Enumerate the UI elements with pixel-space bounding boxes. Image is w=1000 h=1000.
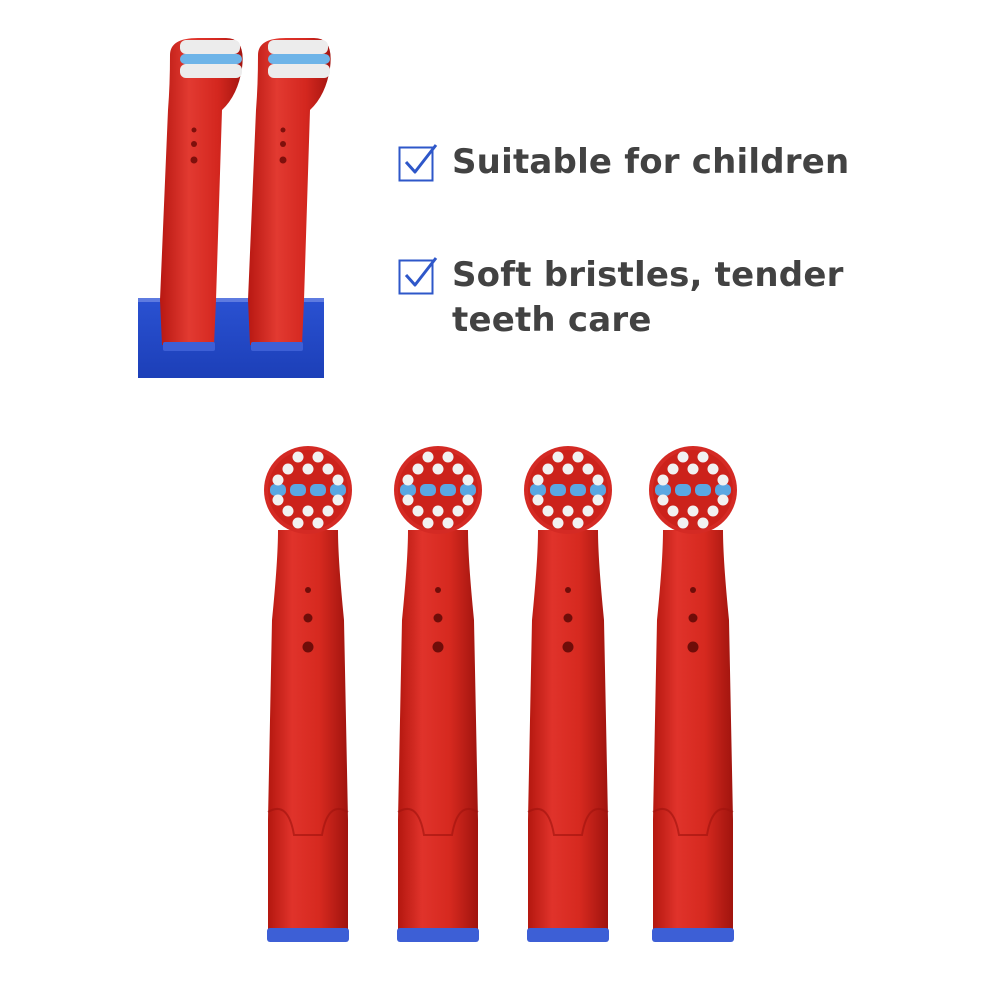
inset-head-1 bbox=[160, 38, 243, 351]
feature-item: Soft bristles, tender teeth care bbox=[398, 253, 892, 343]
inset-head-2 bbox=[248, 38, 331, 351]
brush-head-1 bbox=[264, 446, 352, 942]
brush-head-2 bbox=[394, 446, 482, 942]
brush-head-4 bbox=[649, 446, 737, 942]
checkbox-checked-icon bbox=[398, 144, 438, 182]
feature-text: Suitable for children bbox=[452, 142, 850, 182]
feature-item: Suitable for children bbox=[398, 140, 892, 185]
feature-text: Soft bristles, tender teeth care bbox=[452, 255, 844, 340]
checkbox-checked-icon bbox=[398, 257, 438, 295]
brush-head-3 bbox=[524, 446, 612, 942]
